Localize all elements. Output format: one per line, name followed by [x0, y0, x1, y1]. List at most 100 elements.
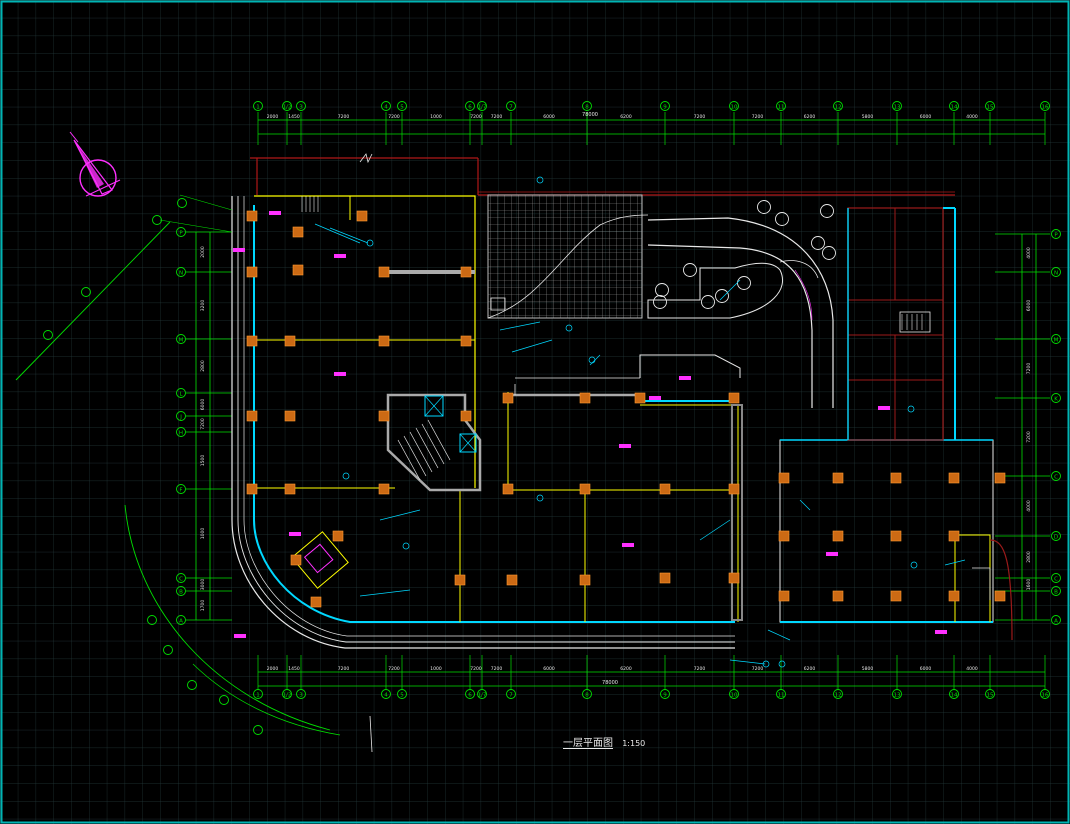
detail-callout: [565, 324, 573, 332]
top-axis-label: 8: [585, 105, 589, 111]
top-axis-bubble: [477, 101, 487, 111]
structural-column: [460, 410, 472, 422]
bottom-axis-label: 4: [384, 693, 388, 699]
top-axis-bubble: [582, 101, 592, 111]
bottom-dim-text: 1000: [430, 666, 442, 672]
room-label-tag: [649, 396, 661, 400]
radial-axis-bubble: [187, 680, 197, 690]
top-axis-label: 14: [951, 105, 958, 111]
structural-column: [579, 483, 591, 495]
stair-icon: [397, 419, 451, 481]
bottom-axis-bubble: [833, 689, 843, 699]
structural-column: [292, 264, 304, 276]
bottom-dim-text: 6200: [804, 666, 816, 672]
top-axis-label: 12: [835, 105, 842, 111]
bottom-axis-bubble: [985, 689, 995, 699]
structural-column: [502, 392, 514, 404]
tree-icon: [683, 263, 697, 277]
structural-column: [948, 530, 960, 542]
bottom-axis-bubble: [776, 689, 786, 699]
bottom-dim-text: 7200: [470, 666, 482, 672]
structural-column: [634, 392, 646, 404]
top-axis-label: 3: [299, 105, 303, 111]
right-dim-text: 1600: [1026, 579, 1032, 591]
annotation-leader: [329, 227, 369, 244]
top-dim-text: 6200: [620, 114, 632, 120]
top-axis-bubble: [282, 101, 292, 111]
structural-column: [246, 410, 258, 422]
room-label-tag: [878, 406, 890, 410]
left-axis-label: P: [179, 231, 183, 237]
detail-callout: [402, 542, 410, 550]
top-dim-text: 7200: [491, 114, 503, 120]
room-label-tag: [679, 376, 691, 380]
column-layer: [246, 210, 1006, 608]
garden-path: [647, 217, 834, 408]
tree-icon: [811, 236, 825, 250]
right-dim-text: 6000: [1026, 300, 1032, 312]
right-axis-label: P: [1054, 233, 1058, 239]
top-dim-text: 1000: [430, 114, 442, 120]
right-axis-bubble: [1051, 531, 1061, 541]
tree-icon: [820, 204, 834, 218]
bottom-axis-bubble: [296, 689, 306, 699]
left-dim-text: 3000: [200, 579, 206, 591]
structural-column: [948, 590, 960, 602]
right-axis-label: B: [1054, 590, 1058, 596]
annotation-leader: [314, 223, 361, 244]
top-axis-bubble: [253, 101, 263, 111]
structural-column: [310, 596, 322, 608]
north-arrow-icon: [69, 131, 121, 197]
tree-icon: [653, 295, 667, 309]
top-dim-text: 6000: [543, 114, 555, 120]
structural-column: [246, 483, 258, 495]
top-dim-text: 6000: [920, 114, 932, 120]
bottom-axis-label: 1: [256, 693, 260, 699]
bottom-dim-text: 2000: [267, 666, 279, 672]
left-axis-bubble: [176, 427, 186, 437]
structural-column: [659, 572, 671, 584]
detail-callout: [536, 176, 544, 184]
top-dim-text: 7200: [388, 114, 400, 120]
left-dim-text: 2000: [200, 246, 206, 258]
structural-column: [378, 266, 390, 278]
room-label-tag: [269, 211, 281, 215]
top-axis-bubble: [729, 101, 739, 111]
top-dim-text: 2000: [267, 114, 279, 120]
annotation-leader: [799, 499, 811, 511]
bottom-axis-bubble: [506, 689, 516, 699]
drawing-scale: 1:150: [622, 739, 646, 748]
structural-column: [502, 483, 514, 495]
left-axis-label: F: [179, 488, 182, 494]
left-axis-bubble: [176, 411, 186, 421]
structural-column: [356, 210, 368, 222]
top-axis-bubble: [465, 101, 475, 111]
radial-axis-bubble: [147, 615, 157, 625]
bottom-axis-label: 6: [468, 693, 472, 699]
top-axis-bubble: [892, 101, 902, 111]
structural-column: [378, 335, 390, 347]
bottom-axis-label: 1/2: [283, 693, 292, 699]
top-axis-label: 13: [894, 105, 901, 111]
bottom-axis-bubble: [282, 689, 292, 699]
structural-column: [378, 483, 390, 495]
top-dim-text: 5800: [862, 114, 874, 120]
right-dim-text: 2800: [1026, 551, 1032, 563]
tree-icon: [655, 283, 669, 297]
right-axis-bubble: [1051, 334, 1061, 344]
left-axis-label: B: [179, 590, 183, 596]
bottom-dim-text: 7200: [491, 666, 503, 672]
right-axis-label: D: [1054, 535, 1058, 541]
detail-callout: [910, 561, 918, 569]
radial-axis-bubble: [219, 695, 229, 705]
top-axis-label: 1/2: [283, 105, 292, 111]
tree-group: [653, 200, 836, 309]
structural-column: [890, 472, 902, 484]
left-axis-bubble: [176, 334, 186, 344]
annotation-layer: [233, 176, 966, 668]
radial-dimensions: [15, 194, 373, 753]
top-axis-label: 5: [400, 105, 404, 111]
bottom-axis-bubble: [892, 689, 902, 699]
